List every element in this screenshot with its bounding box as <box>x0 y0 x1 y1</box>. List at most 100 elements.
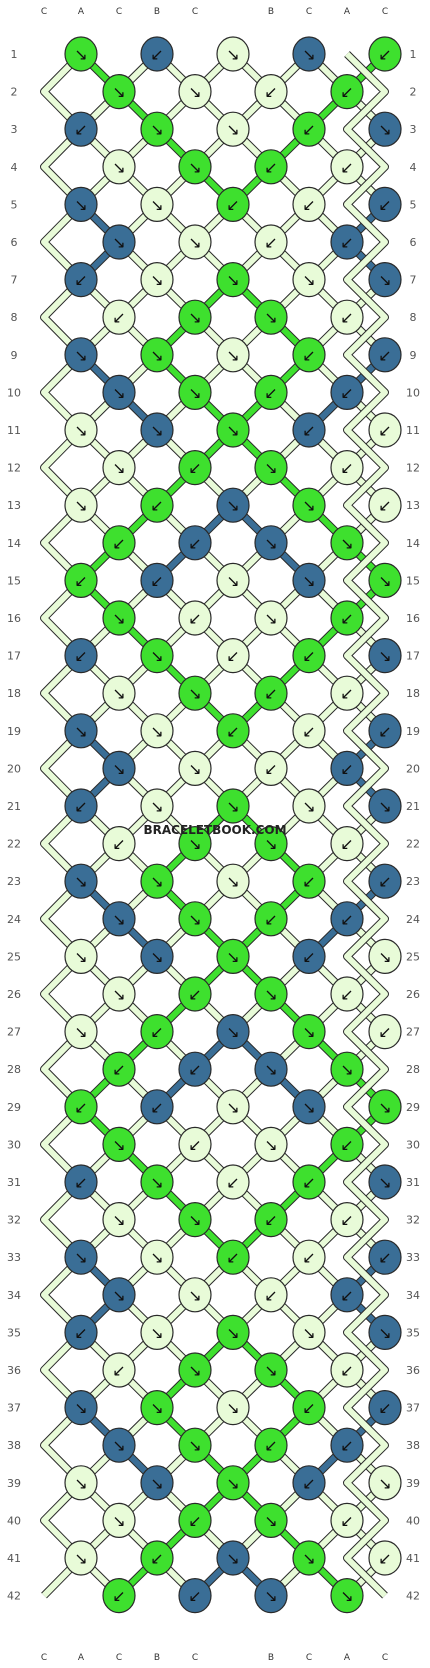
row-number-left: 9 <box>11 349 18 362</box>
knot-arrow-icon: ↘ <box>226 1474 239 1493</box>
knot <box>368 412 402 448</box>
strand-label-bottom: B <box>268 1653 274 1663</box>
knot <box>178 901 212 937</box>
knot <box>216 412 250 448</box>
knot-arrow-icon: ↘ <box>226 947 239 966</box>
knot-arrow-icon: ↘ <box>378 797 391 816</box>
knot-arrow-icon: ↘ <box>74 421 87 440</box>
knot-arrow-icon: ↘ <box>264 534 277 553</box>
row-number-right: 24 <box>406 913 420 926</box>
knot-arrow-icon: ↙ <box>302 872 315 891</box>
knot <box>292 1540 326 1576</box>
row-number-right: 1 <box>410 48 417 61</box>
knot-arrow-icon: ↘ <box>264 1060 277 1079</box>
knot <box>292 337 326 373</box>
knot-arrow-icon: ↘ <box>302 1098 315 1117</box>
knot <box>178 976 212 1012</box>
knot <box>140 337 174 373</box>
row-number-right: 34 <box>406 1289 420 1302</box>
knot <box>368 262 402 298</box>
strand-label-bottom: C <box>41 1653 47 1663</box>
row-number-right: 27 <box>406 1026 420 1039</box>
knot <box>254 675 288 711</box>
knot-arrow-icon: ↘ <box>378 1173 391 1192</box>
strand-label-top: C <box>306 7 312 17</box>
knot-arrow-icon: ↘ <box>378 120 391 139</box>
row-number-left: 11 <box>7 424 21 437</box>
knot <box>216 637 250 674</box>
knot <box>330 525 364 561</box>
knot <box>292 412 326 448</box>
knot <box>330 825 364 862</box>
knot-arrow-icon: ↙ <box>226 1248 239 1267</box>
knot <box>330 750 364 787</box>
knot-arrow-icon: ↙ <box>340 910 353 929</box>
knot <box>368 562 402 599</box>
knot <box>216 562 250 599</box>
knot-arrow-icon: ↙ <box>112 308 125 327</box>
knot-arrow-icon: ↘ <box>226 797 239 816</box>
knot <box>102 1427 136 1463</box>
row-number-left: 33 <box>7 1251 21 1264</box>
knot <box>330 149 364 185</box>
knot-arrow-icon: ↙ <box>150 571 163 590</box>
row-number-right: 37 <box>406 1402 420 1415</box>
knot <box>368 111 402 147</box>
knot <box>140 487 174 523</box>
row-number-right: 9 <box>410 349 417 362</box>
knot-arrow-icon: ↙ <box>378 1549 391 1568</box>
knot-grid: ↘↙↘↘↙↘↘↙↙↙↘↘↙↘↘↘↙↙↘↘↙↙↙↘↘↙↙↙↘↘↘↘↙↘↘↙↘↘↘↙… <box>64 36 402 1614</box>
knot <box>102 525 136 561</box>
knot <box>330 224 364 260</box>
knot-arrow-icon: ↘ <box>112 985 125 1004</box>
knot-arrow-icon: ↙ <box>112 835 125 854</box>
knot-arrow-icon: ↘ <box>226 1399 239 1418</box>
row-number-left: 32 <box>7 1214 21 1227</box>
knot-arrow-icon: ↙ <box>378 195 391 214</box>
knot-arrow-icon: ↙ <box>340 985 353 1004</box>
knot-arrow-icon: ↘ <box>112 609 125 628</box>
row-number-left: 36 <box>7 1364 21 1377</box>
knot-arrow-icon: ↘ <box>112 1211 125 1230</box>
knot-arrow-icon: ↘ <box>74 1399 87 1418</box>
row-number-left: 3 <box>11 123 18 136</box>
knot-arrow-icon: ↙ <box>112 1587 125 1606</box>
knot-arrow-icon: ↘ <box>112 1286 125 1305</box>
knot <box>102 901 136 937</box>
knot-arrow-icon: ↘ <box>340 1587 353 1606</box>
knot <box>140 713 174 749</box>
knot-arrow-icon: ↘ <box>264 1511 277 1530</box>
knot-arrow-icon: ↙ <box>302 722 315 741</box>
knot <box>178 825 212 862</box>
knot <box>64 1540 98 1576</box>
knot <box>178 1427 212 1463</box>
row-number-right: 10 <box>406 386 420 399</box>
row-number-right: 22 <box>406 838 420 851</box>
knot <box>64 1013 98 1050</box>
knot-arrow-icon: ↘ <box>226 120 239 139</box>
knot <box>330 976 364 1012</box>
knot <box>254 1126 288 1163</box>
knot-arrow-icon: ↙ <box>188 1511 201 1530</box>
knot-arrow-icon: ↘ <box>264 1135 277 1154</box>
knot-arrow-icon: ↘ <box>150 271 163 290</box>
row-number-left: 27 <box>7 1026 21 1039</box>
knot-arrow-icon: ↙ <box>264 233 277 252</box>
strand-label-top: C <box>41 7 47 17</box>
knot-arrow-icon: ↙ <box>340 609 353 628</box>
right-edge-strand <box>344 51 388 1598</box>
knot <box>292 637 326 674</box>
knot <box>216 1164 250 1200</box>
knot <box>64 1089 98 1125</box>
row-number-right: 12 <box>406 462 420 475</box>
knot-arrow-icon: ↙ <box>340 383 353 402</box>
row-number-right: 6 <box>410 236 417 249</box>
row-number-left: 21 <box>7 800 21 813</box>
row-number-right: 18 <box>406 687 420 700</box>
knot <box>102 825 136 862</box>
watermark-text: BRACELETBOOK.COM <box>143 823 286 837</box>
knot-arrow-icon: ↘ <box>226 496 239 515</box>
knot <box>292 1314 326 1351</box>
knot <box>368 1164 402 1200</box>
knot <box>140 1540 174 1576</box>
